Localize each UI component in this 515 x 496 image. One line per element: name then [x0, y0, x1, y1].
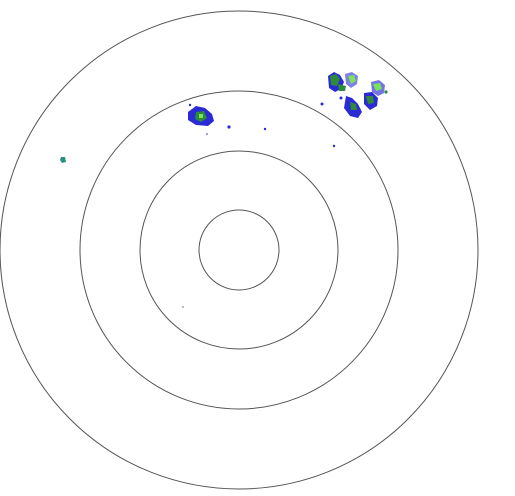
- echo-speckles: [182, 133, 208, 308]
- range-ring-1: [198, 209, 280, 291]
- range-ring-4: [0, 10, 479, 490]
- echo-cluster-west: [60, 157, 66, 163]
- range-ring-2: [139, 150, 339, 350]
- echo-cluster-northeast-b: [364, 80, 388, 110]
- range-ring-3: [79, 90, 399, 410]
- echo-cluster-north: [188, 103, 267, 131]
- echo-cluster-northeast-a: [320, 72, 362, 148]
- range-rings: [0, 10, 479, 490]
